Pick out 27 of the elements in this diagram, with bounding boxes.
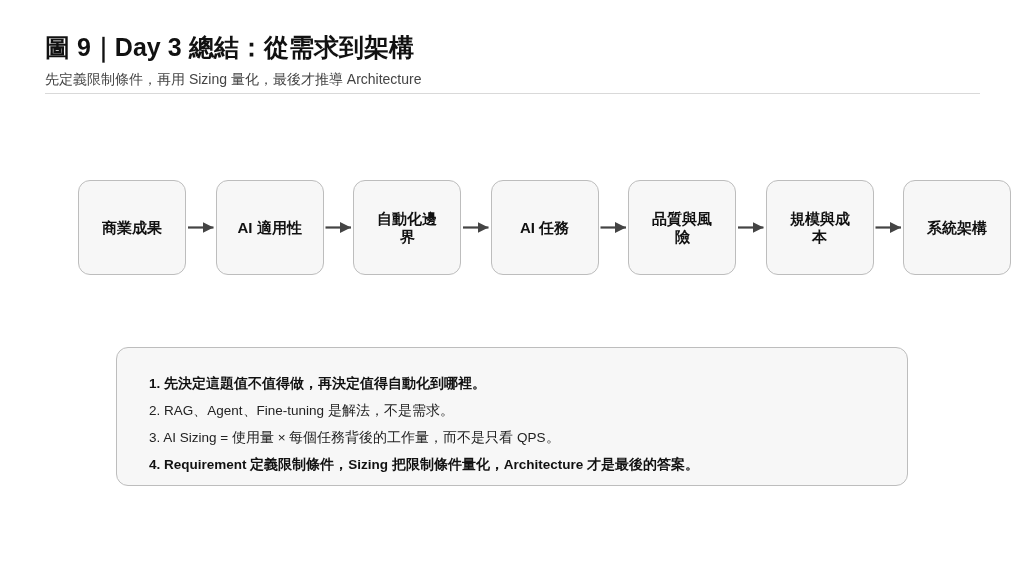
box-label: AI 適用性 xyxy=(237,218,302,237)
process-box xyxy=(903,180,1011,275)
process-box xyxy=(353,180,461,275)
title: 圖 9｜Day 3 總結：從需求到架構 xyxy=(45,32,414,63)
note-text: 4. Requirement 定義限制條件，Sizing 把限制條件量化，Architecture 才是最後的答案。 xyxy=(149,456,700,474)
arrow xyxy=(188,222,214,233)
arrow xyxy=(875,222,901,233)
process-box xyxy=(215,180,324,275)
note-box xyxy=(116,347,908,486)
process-box xyxy=(78,180,186,275)
arrow xyxy=(600,222,626,233)
box-label: 品質與風險 xyxy=(651,209,713,246)
box-label: 商業成果 xyxy=(102,218,162,237)
process-box xyxy=(490,180,599,275)
note-text: 1. 先決定這題值不值得做，再決定值得自動化到哪裡。 xyxy=(149,375,486,393)
arrow xyxy=(463,222,489,233)
arrow xyxy=(738,222,764,233)
box-label: 規模與成本 xyxy=(788,209,851,246)
box-label: AI 任務 xyxy=(519,218,570,237)
note-text: 3. AI Sizing = 使用量 × 每個任務背後的工作量，而不是只看 QPS。 xyxy=(149,429,560,447)
process-box xyxy=(628,180,736,275)
arrow xyxy=(325,222,351,233)
subtitle: 先定義限制條件，再用 Sizing 量化，最後才推導 Architecture xyxy=(45,70,422,88)
process-box xyxy=(765,180,874,275)
note-text: 2. RAG、Agent、Fine-tuning 是解法，不是需求。 xyxy=(149,402,454,420)
box-label: 系統架構 xyxy=(927,218,987,237)
box-label: 自動化邊界 xyxy=(376,209,438,246)
